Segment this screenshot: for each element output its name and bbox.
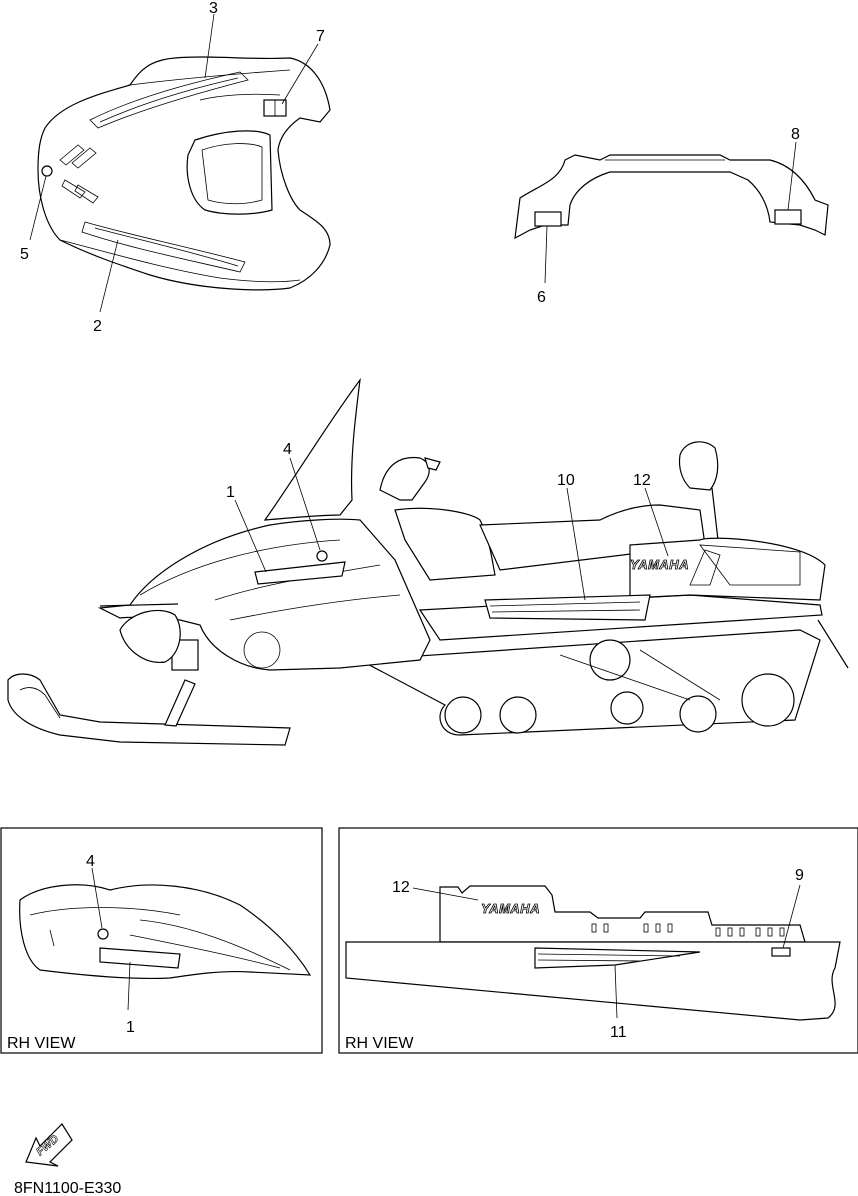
- callout-6: 6: [537, 225, 548, 306]
- svg-text:1: 1: [126, 1019, 135, 1036]
- callout-8: 8: [787, 126, 800, 211]
- brand-logo-inset: YAMAHA: [481, 901, 540, 916]
- svg-text:6: 6: [537, 289, 546, 306]
- snowmobile-side: YAMAHA: [7, 377, 849, 746]
- callout-1: 1: [226, 484, 267, 573]
- callout-7: 7: [281, 28, 325, 105]
- svg-text:10: 10: [557, 472, 575, 489]
- svg-text:4: 4: [86, 853, 95, 870]
- brand-logo-main: YAMAHA: [630, 557, 689, 572]
- rear-panel: [514, 154, 829, 240]
- inset-callout-4: 4: [86, 853, 103, 929]
- inset-callout-11: 11: [610, 964, 627, 1041]
- inset-rh-view-hood: RH VIEW: [0, 827, 323, 1054]
- svg-text:12: 12: [392, 879, 410, 896]
- svg-text:12: 12: [633, 472, 651, 489]
- inset-callout-12: 12: [392, 879, 479, 901]
- svg-text:2: 2: [93, 318, 102, 335]
- callout-3: 3: [204, 0, 218, 79]
- inset-rh-view-body: YAMAHA RH VIEW: [338, 827, 858, 1054]
- svg-text:RH VIEW: RH VIEW: [7, 1035, 76, 1052]
- svg-text:RH VIEW: RH VIEW: [345, 1035, 414, 1052]
- svg-text:8: 8: [791, 126, 800, 143]
- callout-4: 4: [283, 441, 321, 551]
- callout-5: 5: [20, 175, 47, 263]
- callout-2: 2: [93, 239, 119, 335]
- svg-text:9: 9: [795, 867, 804, 884]
- callout-10: 10: [557, 472, 586, 601]
- callout-12: 12: [633, 472, 669, 557]
- fwd-arrow-icon: FWD: [25, 1123, 73, 1167]
- svg-text:4: 4: [283, 441, 292, 458]
- svg-text:11: 11: [610, 1024, 627, 1041]
- inset-callout-9: 9: [782, 867, 804, 949]
- svg-text:3: 3: [209, 0, 218, 17]
- diagram-code: 8FN1100-E330: [14, 1180, 121, 1196]
- svg-text:5: 5: [20, 246, 29, 263]
- svg-text:1: 1: [226, 484, 235, 501]
- front-cowling: [37, 56, 331, 291]
- svg-text:7: 7: [316, 28, 325, 45]
- inset-callout-1: 1: [126, 961, 135, 1036]
